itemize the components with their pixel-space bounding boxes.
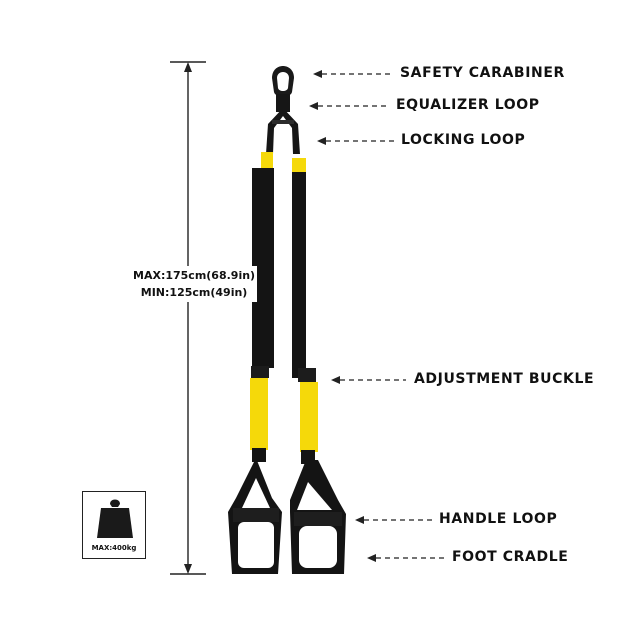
dimension-label: MAX:175cm(68.9in) MIN:125cm(49in) (131, 266, 258, 302)
safety-carabiner-part (272, 66, 294, 97)
label-equalizer-loop: EQUALIZER LOOP (396, 97, 540, 113)
label-foot-cradle: FOOT CRADLE (452, 549, 569, 565)
label-locking-loop: LOCKING LOOP (401, 132, 526, 148)
max-weight-label: MAX:400kg (91, 544, 137, 552)
dimension-arrow-bottom (184, 564, 192, 574)
label-safety-carabiner: SAFETY CARABINER (400, 65, 565, 81)
length-dimension-line (170, 61, 206, 575)
label-adjustment-buckle: ADJUSTMENT BUCKLE (414, 371, 595, 387)
weight-icon (97, 499, 133, 538)
dimension-min: MIN:125cm(49in) (140, 286, 248, 299)
label-handle-loop: HANDLE LOOP (439, 511, 558, 527)
left-strap (228, 152, 282, 574)
callout-arrows (318, 73, 444, 559)
dimension-max: MAX:175cm(68.9in) (133, 269, 256, 282)
dimension-arrow-top (184, 62, 192, 72)
right-strap (290, 158, 346, 574)
equalizer-loop-part (266, 94, 300, 154)
callout-arrowheads (309, 70, 376, 562)
max-weight-badge: MAX:400kg (82, 491, 146, 559)
